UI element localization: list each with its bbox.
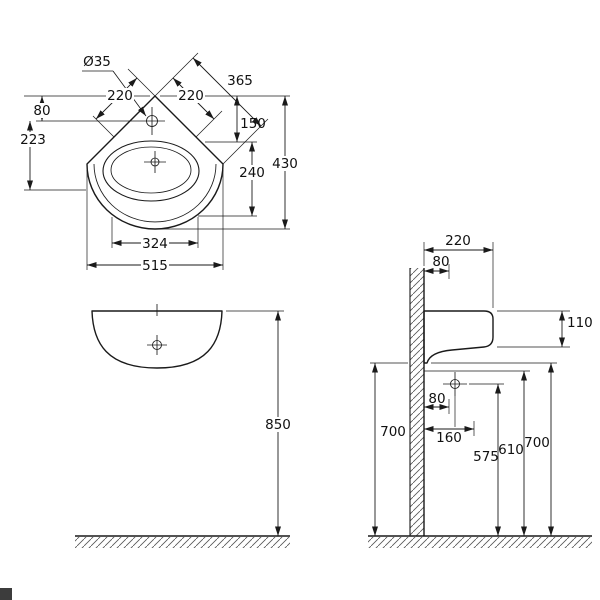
dim-label-220-depth: 220 [445, 233, 471, 249]
extension-line [195, 110, 223, 138]
plan-dimension-labels: Ø35 220 220 365 150 240 430 80 223 324 5… [19, 54, 299, 274]
side-dimension-lines [372, 247, 565, 536]
plan-drain-symbol [144, 151, 166, 173]
dim-label-220-right: 220 [178, 88, 204, 104]
front-basin-outline [91, 310, 223, 369]
plan-basin-outline [86, 95, 224, 230]
dim-label-850: 850 [265, 417, 291, 433]
extension-line [154, 52, 199, 97]
side-dimension-labels: 220 80 110 80 160 575 610 700 700 [380, 233, 593, 465]
plan-view: Ø35 220 220 365 150 240 430 80 223 324 5… [19, 52, 299, 274]
dim-label-365: 365 [227, 73, 253, 89]
extension-line [127, 68, 156, 97]
dim-label-223: 223 [20, 132, 46, 148]
side-view: 220 80 110 80 160 575 610 700 700 [368, 233, 593, 548]
label-mask [19, 132, 47, 147]
corner-watermark [0, 588, 12, 600]
dim-label-220-left: 220 [107, 88, 133, 104]
label-mask [271, 156, 299, 171]
floor-hatching-right [368, 537, 592, 548]
dim-label-160: 160 [436, 430, 462, 446]
side-drain-symbol [443, 372, 467, 396]
dim-label-575: 575 [473, 449, 499, 465]
dim-label-700-left: 700 [380, 424, 406, 440]
label-mask [141, 236, 169, 251]
dim-label-610: 610 [498, 442, 524, 458]
extension-line [222, 118, 269, 165]
side-basin-profile [423, 310, 494, 364]
dim-line-365 [192, 57, 262, 127]
wall-hatching [410, 268, 424, 536]
label-mask [141, 258, 169, 273]
dim-label-80-top: 80 [432, 254, 449, 270]
label-mask [106, 88, 134, 103]
side-extension-lines [370, 242, 570, 436]
dim-label-324: 324 [142, 236, 168, 252]
dim-label-430: 430 [272, 156, 298, 172]
dim-label-80: 80 [33, 103, 50, 119]
dim-label-80-bottom: 80 [428, 391, 445, 407]
extension-line [92, 115, 115, 138]
label-mask [32, 103, 52, 118]
plan-bowl-outer [102, 140, 200, 202]
dim-label-150: 150 [240, 116, 266, 132]
front-faucet-symbol [147, 335, 167, 355]
plan-faucet-hole-symbol [139, 107, 165, 135]
label-mask [238, 165, 266, 180]
dim-label-700-right: 700 [524, 435, 550, 451]
plan-dimension-lines [27, 57, 288, 268]
label-mask [264, 417, 292, 432]
plan-bowl-inner [110, 146, 192, 194]
dim-label-515: 515 [142, 258, 168, 274]
plan-rim-inner-arc [93, 163, 217, 223]
label-mask [177, 88, 205, 103]
dim-label-240: 240 [239, 165, 265, 181]
dim-label-faucet-diameter: Ø35 [83, 54, 111, 70]
front-view: 850 [75, 304, 292, 548]
dim-label-110: 110 [567, 315, 593, 331]
floor-hatching-left [75, 537, 290, 548]
